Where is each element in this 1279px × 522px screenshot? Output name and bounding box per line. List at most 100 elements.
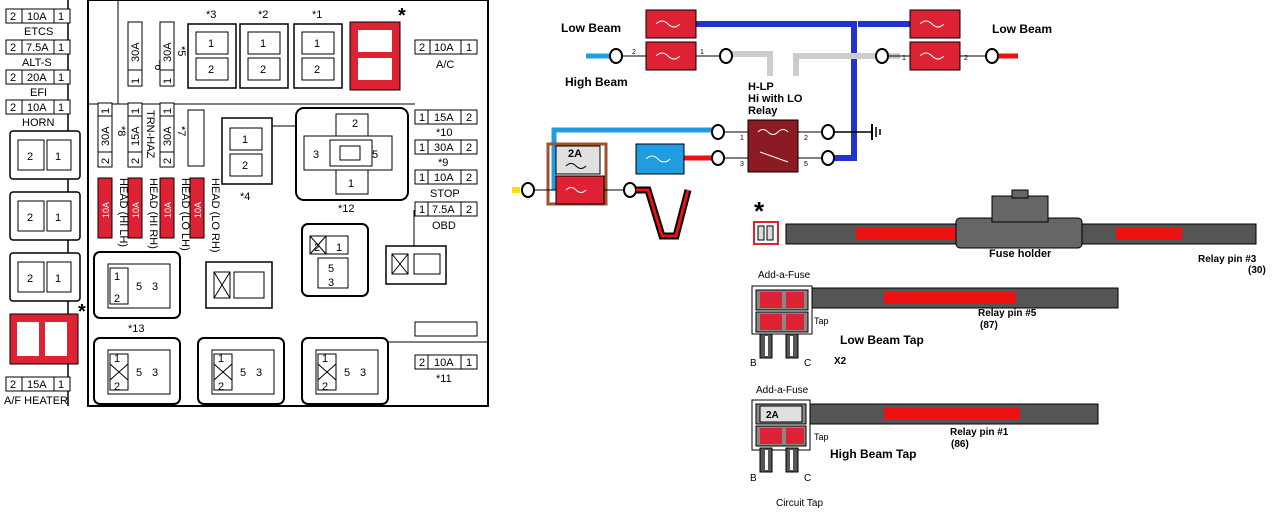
fuse-pin: 2 [466, 172, 472, 184]
relay-label-line-3: Relay [748, 105, 778, 117]
fuse-pin: 1 [162, 108, 174, 114]
relay-middle: 2 1 5 3 [301, 223, 369, 297]
fuse-pin: 2 [10, 11, 16, 23]
b-label: B [750, 473, 757, 484]
fuse-rating: 10A [163, 202, 173, 218]
low-beam-blue-wire [696, 21, 857, 161]
fuse-pin: 2 [466, 142, 472, 154]
fuse-rating: 15A [434, 112, 454, 124]
relay-pin: 2 [27, 151, 33, 163]
high-beam-label: High Beam [565, 75, 628, 89]
fuse-rating: 30A [162, 42, 174, 62]
fuse-high-beam-left: 2 1 [632, 41, 704, 71]
gray-wire-left [732, 51, 773, 76]
relay-small-center [205, 261, 273, 309]
relay-pin: 3 [740, 161, 744, 168]
connector [875, 48, 910, 64]
relay-pin: 2 [804, 135, 808, 142]
relay-pin-label: Relay pin #5 [978, 308, 1037, 319]
fuse-name: TRN-HAZ [144, 110, 156, 159]
relay-pin: 1 [114, 271, 120, 283]
connector [711, 124, 725, 140]
right-fuse-stop: 1 10A 2 STOP [414, 169, 478, 200]
fuse-tag: *8 [115, 126, 127, 136]
connector [960, 48, 999, 64]
left-relay-3: 2 1 [9, 252, 81, 302]
relay-pin: 2 [27, 273, 33, 285]
h-lp-relay: 1 3 2 5 [740, 119, 808, 173]
top-relay-2: *2 1 2 [239, 9, 289, 89]
relay-pin-number: (30) [1248, 265, 1266, 276]
fuse-name: A/C [436, 59, 454, 71]
circuit-tap-label: Circuit Tap [776, 498, 823, 509]
connector [821, 150, 835, 166]
left-relay-2: 2 1 [9, 191, 81, 241]
connector [609, 48, 646, 64]
relay-pin: 2 [260, 64, 266, 76]
relay-pin: 2 [242, 160, 248, 172]
fuse-name: EFI [30, 87, 47, 99]
relay-pin: 2 [114, 293, 120, 305]
head-fuse-hi-rh: 10A HEAD (HI RH) [127, 177, 159, 249]
connector [604, 182, 637, 198]
fuse-rating: 10A [101, 202, 111, 218]
relay-label-line-2: Hi with LO [748, 93, 803, 105]
fuse-pin: 1 [58, 11, 64, 23]
relay-tag: *4 [240, 191, 250, 203]
relay-pin: 2 [314, 64, 320, 76]
head-fuse-lo-rh: 10A HEAD (LO RH) [189, 177, 221, 253]
fuse-rating: 7.5A [432, 204, 455, 216]
fuse-pin: 1 [130, 78, 142, 84]
b-label: B [750, 358, 757, 369]
relay-tag: *3 [206, 9, 216, 21]
relay-pin: 2 [322, 381, 328, 393]
fuse-name: HEAD (LO RH) [209, 178, 221, 253]
relay-pin: 5 [136, 281, 142, 293]
relay-pin: 3 [360, 367, 366, 379]
fuse-rating: 2A [766, 410, 779, 421]
wiring-schematic: 2 1 1 2 Low [512, 9, 1052, 240]
vertical-fuse-6: 30A 1 *6 [127, 21, 164, 87]
vertical-fuse-7: 1 30A 2 *7 [159, 102, 187, 168]
connector [521, 182, 556, 198]
left-fuse-efi: 2 20A 1 EFI [5, 69, 71, 99]
vertical-fuse-5: 30A 1 *5 [159, 21, 187, 87]
head-fuse-hi-lh: 10A HEAD (HI LH) [97, 177, 129, 247]
fuse-name: HEAD (HI LH) [117, 178, 129, 247]
fuse-low-beam-right [909, 9, 961, 39]
relay-pin: 2 [208, 64, 214, 76]
high-beam-tap-title: High Beam Tap [830, 447, 916, 461]
c-label: C [804, 473, 811, 484]
fuse-pin: 1 [162, 78, 174, 84]
relay-pin: 5 [328, 263, 334, 275]
red-wire-harness-inner [636, 188, 690, 238]
fuse-low-beam-left [645, 9, 697, 39]
fuse-right-lower: 1 2 [902, 41, 968, 71]
relay-pin: 3 [152, 281, 158, 293]
relay-pin: 2 [352, 118, 358, 130]
relay-pin: 5 [240, 367, 246, 379]
tap-label: Tap [814, 432, 829, 442]
fuse-pin: 1 [466, 357, 472, 369]
fuse-rating: 7.5A [26, 42, 49, 54]
relay-pin: 1 [336, 242, 342, 254]
low-beam-tap: Add-a-Fuse Tap Low Beam Tap Relay pin #5… [750, 270, 1119, 369]
gray-wire-right [793, 53, 900, 76]
fuse-pin: 1 [100, 108, 112, 114]
low-beam-label: Low Beam [561, 21, 621, 35]
red-wire-harness [636, 186, 692, 240]
fuse-tag: *11 [436, 373, 452, 385]
pin-label: 2 [632, 49, 636, 56]
fuse-rating: 30A [434, 142, 454, 154]
left-relay-red: * [9, 301, 86, 365]
relay-pin: 5 [136, 367, 142, 379]
fuse-pin: 2 [130, 158, 142, 164]
fuse-tag: *7 [175, 126, 187, 136]
right-fuse-10: 1 15A 2 *10 [414, 109, 478, 139]
fuse-pin: 1 [58, 42, 64, 54]
fuse-rating: 10A [434, 42, 454, 54]
fuse-rating: 10A [434, 357, 454, 369]
connector [696, 48, 733, 64]
fuse-af-heater: 2 15A 1 A/F HEATER [4, 376, 71, 407]
